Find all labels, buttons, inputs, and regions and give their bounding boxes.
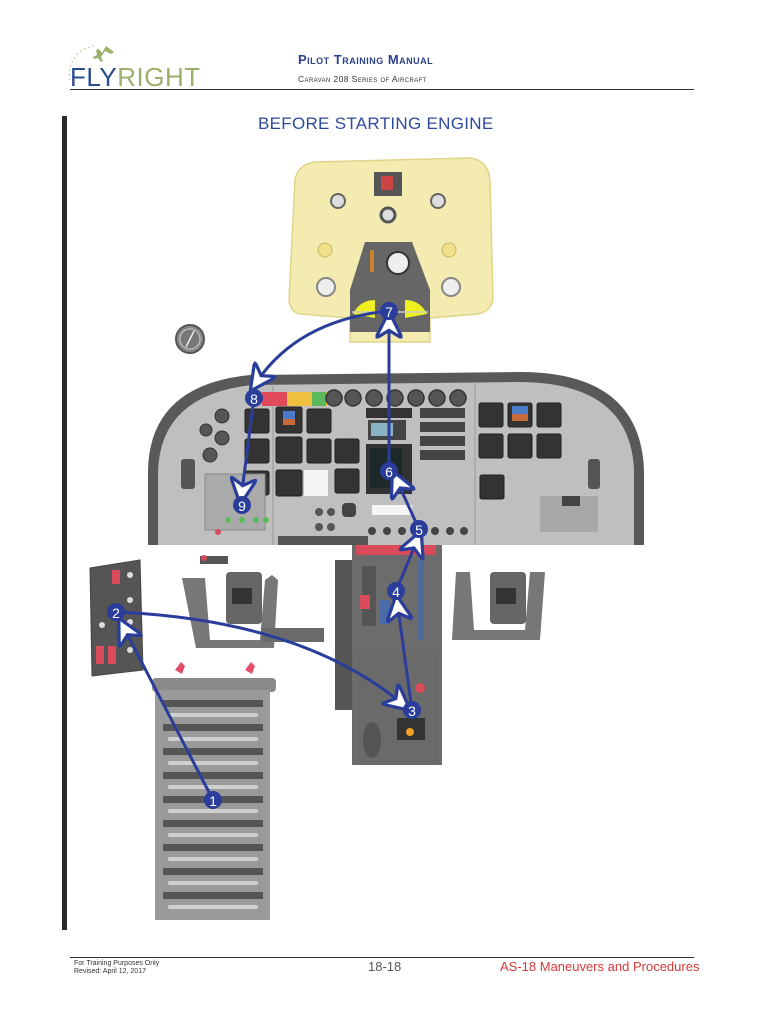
svg-text:6: 6 (385, 464, 393, 480)
section-title: BEFORE STARTING ENGINE (258, 114, 494, 133)
airplane-icon (68, 45, 114, 81)
step-marker-4: 4 (387, 582, 405, 600)
step-marker-9: 9 (233, 496, 251, 514)
svg-text:3: 3 (408, 703, 416, 719)
overhead-panel (288, 157, 494, 343)
revision-date: Revised: April 12, 2017 (74, 968, 146, 975)
step-marker-3: 3 (403, 701, 421, 719)
header-divider (70, 89, 694, 90)
page-number: 18-18 (368, 959, 402, 974)
circuit-breaker-panel (152, 662, 276, 920)
training-notice: For Training Purposes Only (74, 960, 160, 967)
brand-logo: FLYRIGHT (70, 62, 201, 93)
step-marker-7: 7 (380, 302, 398, 320)
step-marker-1: 1 (204, 791, 222, 809)
logo-part-fly: FLY (70, 62, 118, 92)
standby-gauge (175, 324, 205, 354)
step-marker-2: 2 (107, 603, 125, 621)
copilot-yoke (452, 572, 545, 640)
step-marker-8: 8 (245, 389, 263, 407)
pilot-yoke (182, 555, 324, 648)
footer-notice: For Training Purposes Only Revised: Apri… (74, 960, 159, 976)
svg-text:9: 9 (238, 498, 246, 514)
svg-text:8: 8 (250, 391, 258, 407)
manual-subtitle: Caravan 208 Series of Aircraft (298, 74, 427, 84)
svg-text:4: 4 (392, 584, 400, 600)
step-markers: 1 2 3 4 5 6 7 8 9 (107, 302, 428, 809)
step-marker-5: 5 (410, 520, 428, 538)
svg-text:1: 1 (209, 793, 217, 809)
svg-text:2: 2 (112, 605, 120, 621)
instrument-panel (148, 372, 644, 545)
svg-text:5: 5 (415, 522, 423, 538)
logo-part-right: RIGHT (117, 62, 201, 92)
footer-divider (70, 957, 694, 958)
center-pedestal (335, 545, 442, 765)
svg-text:7: 7 (385, 304, 393, 320)
change-bar (62, 116, 67, 930)
manual-title: Pilot Training Manual (298, 52, 434, 67)
chapter-title: AS-18 Maneuvers and Procedures (500, 959, 700, 974)
step-marker-6: 6 (380, 462, 398, 480)
